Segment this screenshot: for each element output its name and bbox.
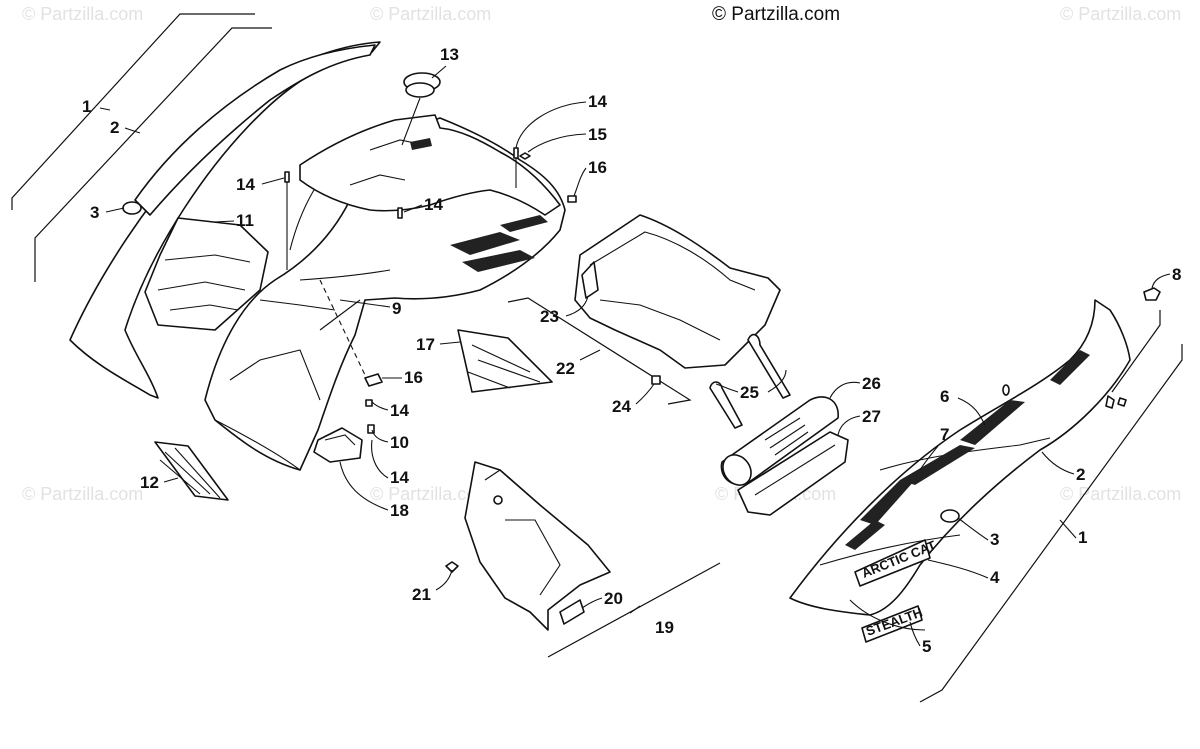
callout-label: 2: [110, 118, 119, 137]
callout-label: 20: [604, 589, 623, 608]
callout-label: 15: [588, 125, 607, 144]
callout-label: 1: [1078, 528, 1087, 547]
callout-label: 10: [390, 433, 409, 452]
callout-label: 14: [390, 468, 409, 487]
storage-tray-part-23[interactable]: [574, 214, 791, 399]
callout-label: 23: [540, 307, 559, 326]
callout-label: 17: [416, 335, 435, 354]
callout-label: 5: [922, 637, 931, 656]
mesh-screen-part-12[interactable]: [154, 441, 229, 501]
callout-label: 27: [862, 407, 881, 426]
callout-label: 13: [440, 45, 459, 64]
watermark: © Partzilla.com: [22, 4, 143, 24]
grommet-part-13[interactable]: [403, 72, 441, 98]
callout-label: 14: [236, 175, 255, 194]
callout-label: 24: [612, 397, 631, 416]
callout-label: 11: [236, 211, 254, 230]
watermark: © Partzilla.com: [22, 484, 143, 504]
callout-label: 7: [940, 425, 949, 444]
fastener-screws[interactable]: [284, 147, 577, 270]
callout-label: 26: [862, 374, 881, 393]
callout-1-right-bracket: [919, 310, 1183, 703]
callout-label: 25: [740, 383, 759, 402]
watermark: © Partzilla.com: [370, 4, 491, 24]
watermark: © Partzilla.com: [370, 484, 491, 504]
lower-bracket-part-19[interactable]: [464, 461, 611, 631]
copyright-notice: © Partzilla.com: [712, 4, 840, 25]
callout-label: 14: [424, 195, 443, 214]
decal-part-20[interactable]: [559, 599, 585, 625]
callout-label: 6: [940, 387, 949, 406]
callout-label: 4: [990, 568, 1000, 587]
watermark: © Partzilla.com: [1060, 4, 1181, 24]
left-side-panel[interactable]: [69, 41, 381, 399]
watermark: © Partzilla.com: [1060, 484, 1181, 504]
filter-holder-part-27[interactable]: [737, 431, 849, 516]
callout-label: 3: [90, 203, 99, 222]
clip-part-8[interactable]: [1143, 287, 1161, 301]
air-duct-part-11[interactable]: [144, 217, 269, 331]
callout-label: 8: [1172, 265, 1181, 284]
strap-part-25[interactable]: [709, 381, 743, 429]
callout-label: 2: [1076, 465, 1085, 484]
callout-label: 9: [392, 299, 401, 318]
upper-nose-panel[interactable]: [299, 114, 561, 216]
rivet-part-21[interactable]: [445, 561, 459, 573]
clip-and-bracket-parts[interactable]: [313, 373, 383, 463]
callout-label: 21: [412, 585, 431, 604]
callout-label: 18: [390, 501, 409, 520]
callout-label: 14: [588, 92, 607, 111]
callout-label: 22: [556, 359, 575, 378]
callout-label: 3: [990, 530, 999, 549]
callout-label: 12: [140, 473, 159, 492]
filter-part-26[interactable]: [717, 396, 839, 491]
callout-label: 1: [82, 97, 91, 116]
callout-label: 16: [404, 368, 423, 387]
windscreen-part-17[interactable]: [457, 329, 553, 393]
callout-1-left-bracket: [11, 13, 272, 282]
callout-label: 19: [655, 618, 674, 637]
callout-label: 16: [588, 158, 607, 177]
callout-label: 14: [390, 401, 409, 420]
